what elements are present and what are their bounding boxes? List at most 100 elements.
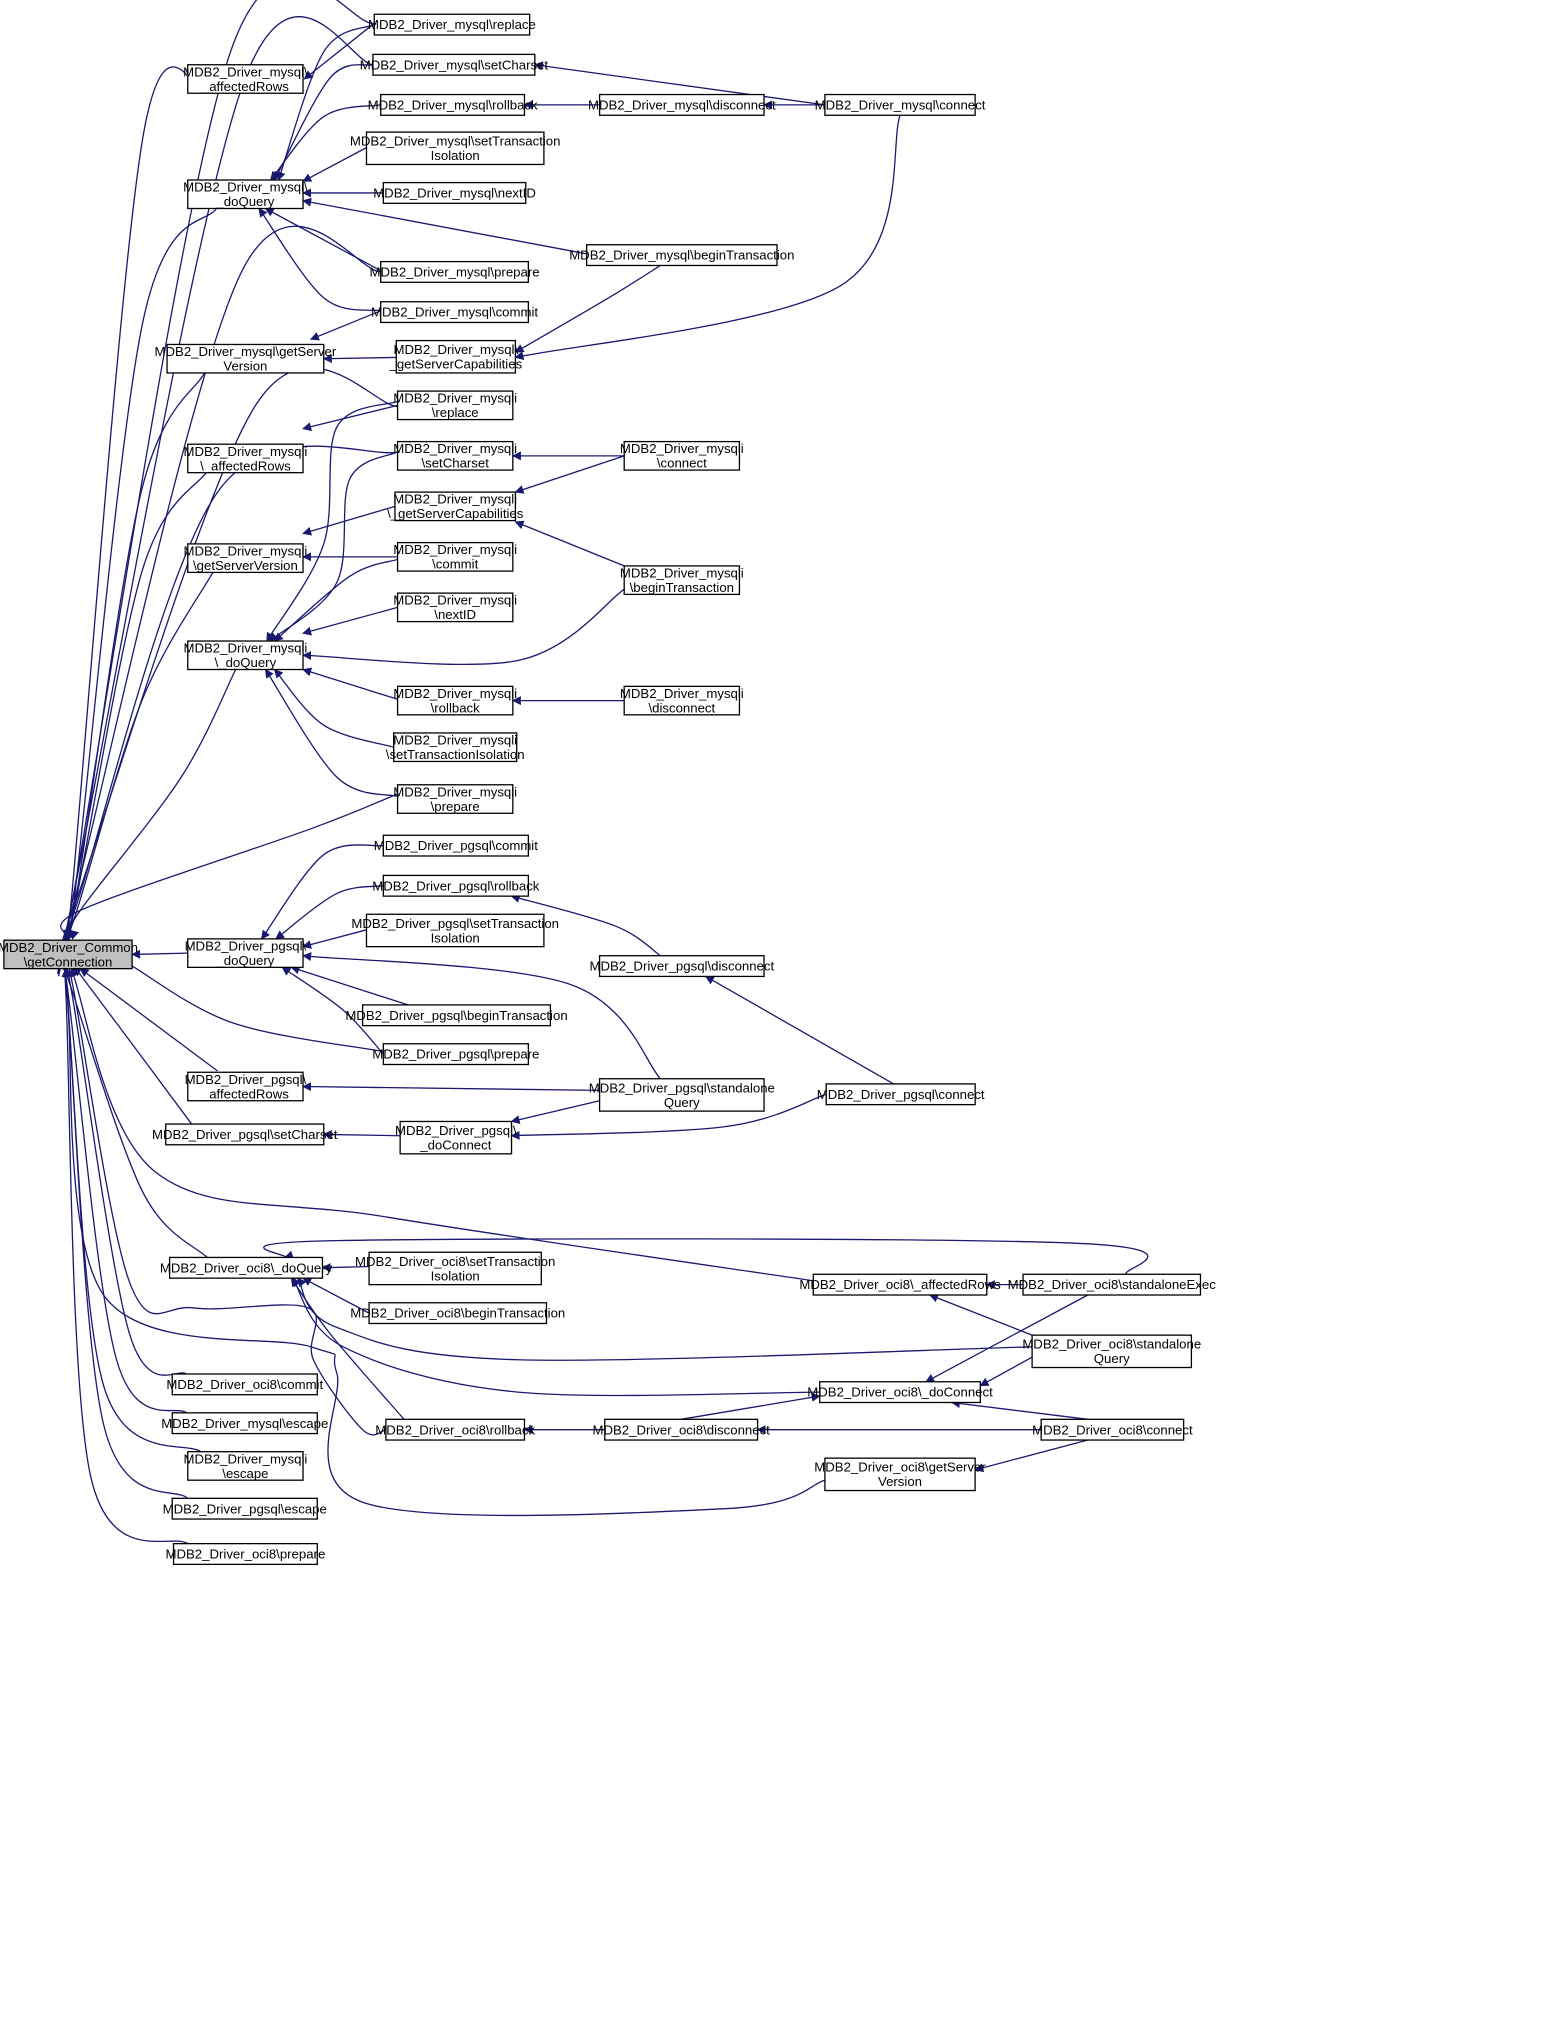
node-label-line: \_affectedRows [200,458,291,473]
call-arrow [62,959,187,1414]
call-arrow [979,1356,1033,1387]
function-node-my_gsc[interactable]: MDB2_Driver_mysql\_getServerCapabilities [388,339,523,374]
function-node-mi_aff[interactable]: MDB2_Driver_mysqli\_affectedRows [183,443,307,474]
node-label-line: \connect [657,456,707,471]
node-label-line: MDB2_Driver_mysql\escape [161,1416,328,1431]
node-box [165,1123,325,1146]
function-node-mi_gsv[interactable]: MDB2_Driver_mysqli\getServerVersion [183,543,307,574]
root-node-root[interactable]: MDB2_Driver_Common\getConnection [0,939,138,970]
call-arrow [63,372,206,948]
function-node-oc_rb[interactable]: MDB2_Driver_oci8\rollback [375,1418,535,1441]
function-node-oc_sae[interactable]: MDB2_Driver_oci8\standaloneExec [1008,1273,1217,1296]
function-node-my_sti[interactable]: MDB2_Driver_mysql\setTransactionIsolatio… [350,131,561,166]
function-node-mi_esc[interactable]: MDB2_Driver_mysqli\escape [183,1451,307,1481]
call-edge-mi_gsv-to-root [64,570,215,940]
function-node-oc_disc[interactable]: MDB2_Driver_oci8\disconnect [592,1418,770,1441]
function-node-my_setch[interactable]: MDB2_Driver_mysql\setCharset [360,53,549,76]
function-node-my_next[interactable]: MDB2_Driver_mysql\nextID [373,181,536,204]
node-box [623,685,741,716]
function-node-oc_doq[interactable]: MDB2_Driver_oci8\_doQuery [160,1256,333,1279]
node-label-line: MDB2_Driver_mysqli [183,543,307,558]
function-node-my_doq[interactable]: MDB2_Driver_mysql\_doQuery [183,179,308,210]
function-node-my_commit[interactable]: MDB2_Driver_mysql\commit [371,301,538,324]
call-edge-pg_saq-to-pg_dconn [510,1100,600,1124]
node-label-line: MDB2_Driver_mysql\nextID [373,186,536,201]
function-node-mi_bt[interactable]: MDB2_Driver_mysqli\beginTransaction [620,565,744,596]
node-label-line: MDB2_Driver_mysql\replace [368,17,536,32]
function-node-oc_gsv[interactable]: MDB2_Driver_oci8\getServerVersion [814,1457,986,1492]
node-label-line: MDB2_Driver_pgsql\disconnect [589,959,774,974]
function-node-mi_sti[interactable]: MDB2_Driver_mysqli\setTransactionIsolati… [386,732,525,763]
function-node-mi_disc[interactable]: MDB2_Driver_mysqli\disconnect [620,685,744,716]
function-node-my_gsv[interactable]: MDB2_Driver_mysql\getServerVersion [155,343,337,374]
function-node-my_bt[interactable]: MDB2_Driver_mysql\beginTransaction [569,244,794,267]
function-node-pg_aff[interactable]: MDB2_Driver_pgsql\_affectedRows [185,1071,307,1102]
function-node-pg_setch[interactable]: MDB2_Driver_pgsql\setCharset [152,1123,338,1146]
function-node-mi_doq[interactable]: MDB2_Driver_mysqli\_doQuery [183,640,307,671]
call-edge-oc_doq-to-root [62,962,208,1258]
function-node-oc_commit[interactable]: MDB2_Driver_oci8\commit [166,1373,323,1396]
function-node-my_rb[interactable]: MDB2_Driver_mysql\rollback [368,93,538,116]
node-box [396,685,514,716]
function-node-pg_dconn[interactable]: MDB2_Driver_pgsql\_doConnect [395,1120,517,1155]
node-label-line: MDB2_Driver_mysql\setTransaction [350,134,561,149]
function-node-pg_bt[interactable]: MDB2_Driver_pgsql\beginTransaction [345,1004,568,1027]
node-box [385,1418,526,1441]
node-box [372,53,536,76]
function-node-pg_commit[interactable]: MDB2_Driver_pgsql\commit [374,834,538,857]
node-box [598,955,765,978]
node-label-line: Isolation [431,1268,480,1283]
function-node-mi_gsc[interactable]: MDB2_Driver_mysqli\_getServerCapabilitie… [387,491,524,522]
function-node-pg_rb[interactable]: MDB2_Driver_pgsql\rollback [372,874,540,897]
node-label-line: MDB2_Driver_oci8\prepare [166,1547,326,1562]
function-node-oc_dconn[interactable]: MDB2_Driver_oci8\_doConnect [807,1381,993,1404]
node-box [824,1457,976,1492]
function-node-mi_rb[interactable]: MDB2_Driver_mysqli\rollback [393,685,517,716]
call-arrow [321,1263,370,1273]
node-label-line: _getServerCapabilities [388,357,522,372]
function-node-mi_commit[interactable]: MDB2_Driver_mysqli\commit [393,541,517,572]
function-node-my_prep[interactable]: MDB2_Driver_mysql\prepare [370,260,540,283]
call-arrow [58,0,375,977]
function-node-my_disc[interactable]: MDB2_Driver_mysql\disconnect [588,93,776,116]
function-node-pg_prep[interactable]: MDB2_Driver_pgsql\prepare [372,1043,539,1066]
call-edge-my_sti-to-my_doq [302,147,367,182]
node-label-line: MDB2_Driver_mysqli [183,1451,307,1466]
function-node-my_aff[interactable]: MDB2_Driver_mysql\_affectedRows [183,64,308,94]
function-node-oc_aff[interactable]: MDB2_Driver_oci8\_affectedRows [799,1273,1001,1296]
node-label-line: MDB2_Driver_Common [0,940,138,955]
node-label-line: MDB2_Driver_oci8\_doConnect [807,1385,993,1400]
function-node-pg_doq[interactable]: MDB2_Driver_pgsql\_doQuery [185,938,307,969]
call-arrow [64,570,215,940]
call-edge-oc_sae-to-oc_doq [263,1238,1149,1275]
function-node-pg_conn[interactable]: MDB2_Driver_pgsql\connect [817,1083,985,1106]
function-node-oc_prep[interactable]: MDB2_Driver_oci8\prepare [166,1542,326,1566]
call-edge-oc_conn-to-oc_dconn [950,1399,1088,1420]
node-label-line: MDB2_Driver_pgsql\setTransaction [351,916,559,931]
node-label-line: MDB2_Driver_oci8\commit [166,1377,323,1392]
function-node-pg_esc[interactable]: MDB2_Driver_pgsql\escape [163,1497,327,1520]
node-label-line: Isolation [431,148,480,163]
call-arrow [302,404,398,432]
function-node-oc_conn[interactable]: MDB2_Driver_oci8\connect [1032,1418,1193,1441]
node-label-line: \disconnect [648,700,715,715]
call-edge-mi_repl-to-mi_doq [266,400,398,642]
function-node-mi_setch[interactable]: MDB2_Driver_mysqli\setCharset [393,440,517,471]
function-node-mi_prep[interactable]: MDB2_Driver_mysqli\prepare [393,784,517,814]
function-node-mi_repl[interactable]: MDB2_Driver_mysqli\replace [393,390,517,421]
function-node-pg_disc[interactable]: MDB2_Driver_pgsql\disconnect [589,955,775,978]
call-edge-pg_disc-to-pg_rb [510,894,661,957]
call-edge-my_rb-to-my_doq [270,104,381,181]
call-edge-mi_bt-to-mi_doq [302,588,625,666]
function-node-my_conn[interactable]: MDB2_Driver_mysql\connect [815,93,986,116]
function-node-my_esc[interactable]: MDB2_Driver_mysql\escape [161,1412,328,1435]
function-node-mi_next[interactable]: MDB2_Driver_mysqli\nextID [393,592,517,623]
node-label-line: MDB2_Driver_mysql\ [183,64,308,79]
function-node-mi_conn[interactable]: MDB2_Driver_mysqli\connect [620,440,744,471]
function-node-my_repl[interactable]: MDB2_Driver_mysql\replace [368,13,536,36]
function-node-pg_sti[interactable]: MDB2_Driver_pgsql\setTransactionIsolatio… [351,913,559,948]
function-node-oc_sti[interactable]: MDB2_Driver_oci8\setTransactionIsolation [355,1251,555,1286]
function-node-oc_bt[interactable]: MDB2_Driver_oci8\beginTransaction [350,1302,565,1325]
